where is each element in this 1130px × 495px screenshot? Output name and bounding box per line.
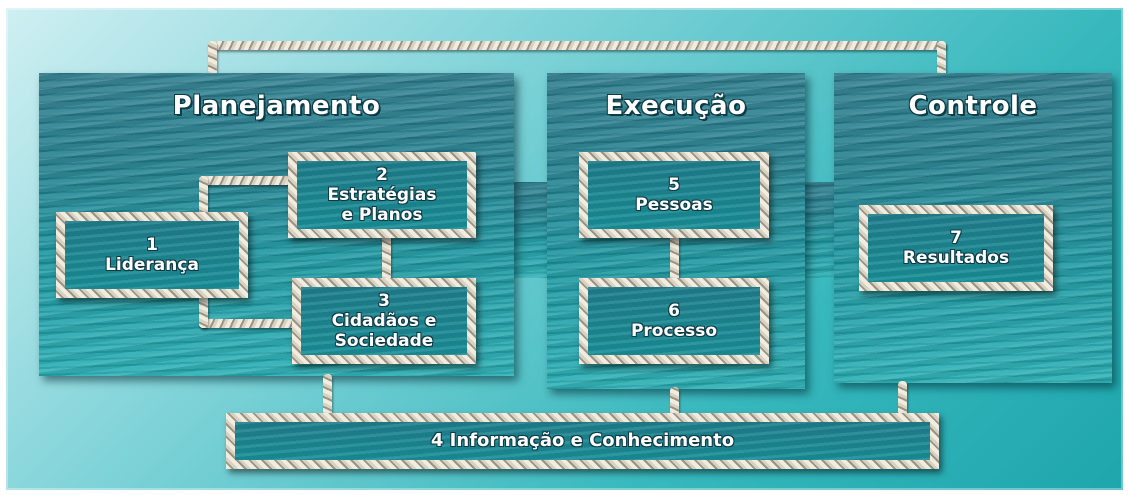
box-pessoas: 5 Pessoas <box>579 152 769 238</box>
box-cidadaos-line1: Cidadãos e <box>331 311 437 331</box>
top-right-rope-drop <box>937 41 946 81</box>
rope-lideranca-estrategias <box>199 176 291 185</box>
box-resultados: 7 Resultados <box>859 205 1053 291</box>
box-cidadaos-line2: Sociedade <box>334 331 434 351</box>
planejamento-title: Planejamento <box>172 91 381 121</box>
rope-lideranca-down <box>199 290 208 328</box>
box-lideranca-line1: Liderança <box>105 255 199 275</box>
box-estrategias-number: 2 <box>376 165 388 185</box>
rope-pessoas-processo <box>670 234 679 286</box>
box-estrategias-line2: e Planos <box>341 205 423 225</box>
box-processo-number: 6 <box>668 301 680 321</box>
controle-title: Controle <box>908 91 1038 121</box>
box-resultados-number: 7 <box>950 228 962 248</box>
box-processo: 6 Processo <box>579 278 769 364</box>
box-informacao-e-conhecimento: 4 Informação e Conhecimento <box>226 413 939 469</box>
box-cidadaos-number: 3 <box>378 291 390 311</box>
box-lideranca: 1 Liderança <box>56 212 248 298</box>
box-processo-line1: Processo <box>630 321 718 341</box>
diagram-canvas: Planejamento Execução Controle 2 Estraté… <box>6 8 1123 490</box>
box-pessoas-number: 5 <box>668 175 680 195</box>
rope-planejamento-informacao <box>323 374 332 422</box>
rope-lideranca-cidadaos <box>199 319 299 328</box>
box-lideranca-number: 1 <box>146 235 158 255</box>
rope-execucao-informacao <box>670 387 679 422</box>
top-left-rope-drop <box>208 41 217 81</box>
box-estrategias-e-planos: 2 Estratégias e Planos <box>288 152 476 238</box>
execucao-title: Execução <box>605 91 747 121</box>
top-connector-rope <box>208 41 946 50</box>
rope-estrategias-cidadaos <box>382 234 391 286</box>
box-cidadaos-e-sociedade: 3 Cidadãos e Sociedade <box>292 278 476 364</box>
box-resultados-line1: Resultados <box>902 248 1010 268</box>
box-informacao-label: 4 Informação e Conhecimento <box>430 430 735 451</box>
rope-lideranca-up <box>199 176 208 216</box>
box-pessoas-line1: Pessoas <box>635 195 713 215</box>
rope-controle-informacao <box>898 381 907 422</box>
box-estrategias-line1: Estratégias <box>327 185 437 205</box>
